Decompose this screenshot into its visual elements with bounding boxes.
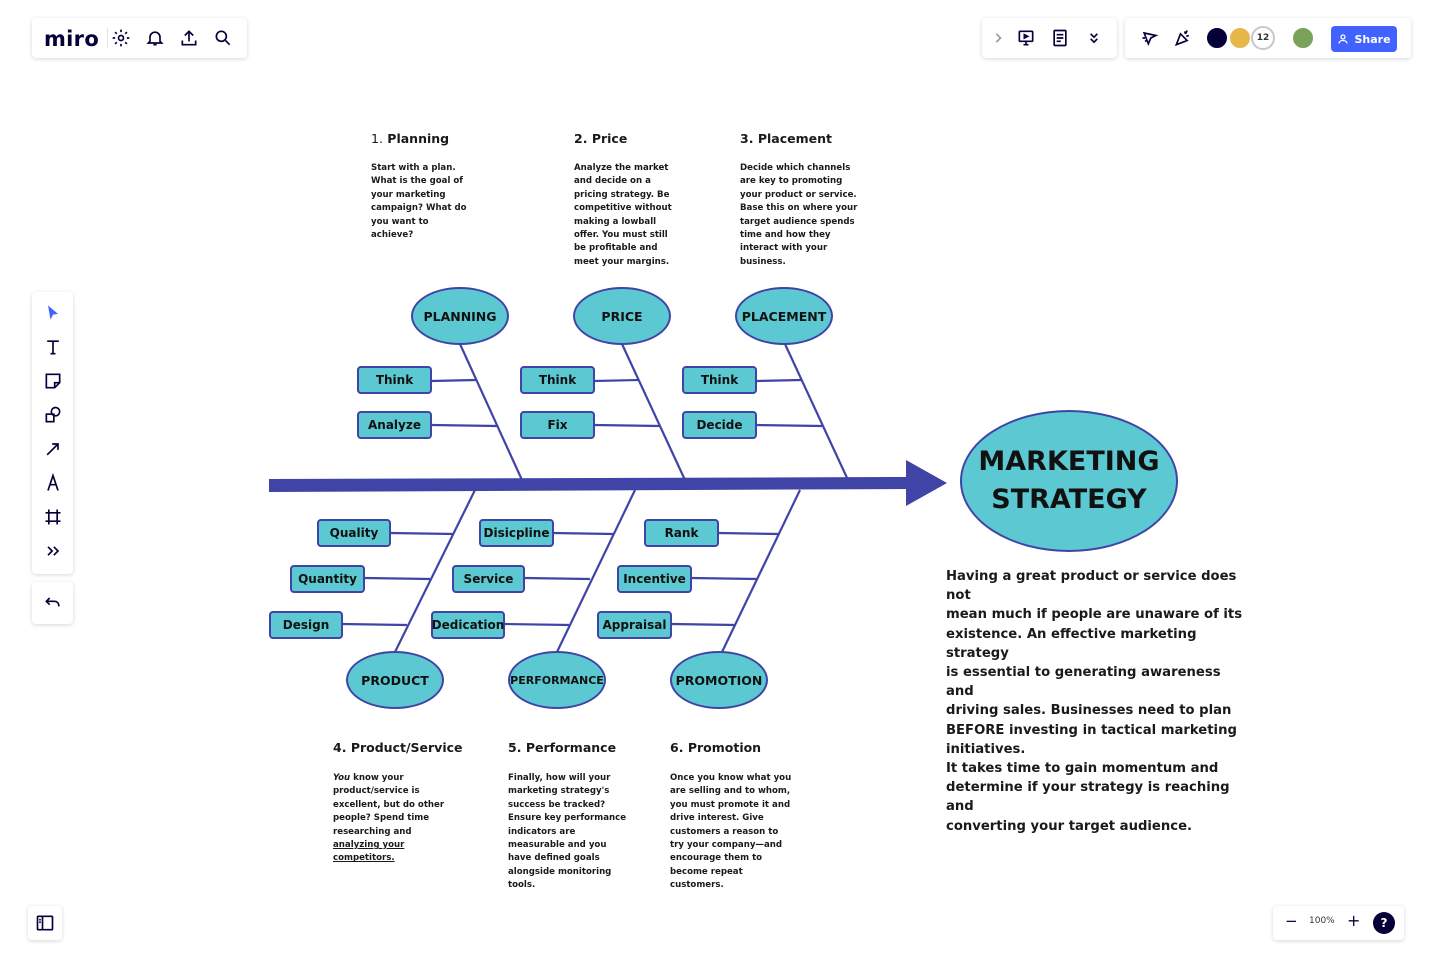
bone-promotion: [721, 489, 801, 653]
user-icon: [1338, 34, 1349, 44]
search-icon[interactable]: [211, 26, 235, 50]
presentation-icon[interactable]: [1014, 26, 1038, 50]
view-toolbar: [982, 18, 1117, 58]
cause-box[interactable]: Incentive: [617, 565, 692, 593]
more-tools-icon[interactable]: [40, 538, 66, 564]
share-button-label: Share: [1354, 32, 1391, 46]
settings-icon[interactable]: [109, 26, 133, 50]
bell-icon[interactable]: [143, 26, 167, 50]
top-left-toolbar: miro: [32, 18, 247, 58]
category-product[interactable]: PRODUCT: [346, 651, 444, 709]
bone-price: [621, 343, 686, 481]
notes-icon[interactable]: [1048, 26, 1072, 50]
category-placement[interactable]: PLACEMENT: [735, 287, 833, 345]
section-text-product: You know your product/service is excelle…: [333, 773, 445, 864]
section-title-product: 4. Product/Service: [333, 740, 463, 755]
chevrons-down-icon[interactable]: [1082, 26, 1106, 50]
collaborator-avatar[interactable]: [1228, 26, 1252, 50]
miro-logo[interactable]: miro: [44, 27, 100, 51]
strategy-description: Having a great product or service does n…: [946, 569, 1243, 834]
share-button[interactable]: Share: [1331, 26, 1397, 52]
upload-icon[interactable]: [177, 26, 201, 50]
left-tools-panel: [32, 292, 73, 574]
section-title-placement: 3. Placement: [740, 131, 832, 146]
celebrate-icon[interactable]: [1171, 26, 1195, 50]
section-text-placement: Decide which channels are key to promoti…: [740, 163, 858, 267]
spine-arrow: [269, 460, 947, 506]
zoom-level[interactable]: 100%: [1309, 916, 1335, 926]
head-line-1: MARKETING: [978, 446, 1160, 477]
category-promotion[interactable]: PROMOTION: [670, 651, 768, 709]
section-title-performance: 5. Performance: [508, 740, 617, 755]
bone-placement: [784, 343, 849, 481]
chevron-right-icon[interactable]: [986, 26, 1010, 50]
cause-box[interactable]: Decide: [682, 411, 757, 439]
cause-box[interactable]: Think: [682, 366, 757, 394]
select-tool-icon[interactable]: [40, 300, 66, 326]
sidebar-toggle-panel: [28, 906, 62, 940]
cause-box[interactable]: Rank: [644, 519, 719, 547]
undo-icon[interactable]: [40, 590, 66, 616]
cause-box[interactable]: Disicpline: [479, 519, 554, 547]
cause-box[interactable]: Quantity: [290, 565, 365, 593]
sticky-note-icon[interactable]: [40, 368, 66, 394]
undo-panel: [32, 582, 73, 624]
section-text-planning: Start with a plan. What is the goal of y…: [371, 163, 467, 241]
connector-tool-icon[interactable]: [40, 436, 66, 462]
bone-product: [394, 489, 476, 653]
fishbone-head-marketing-strategy[interactable]: MARKETING STRATEGY: [960, 410, 1178, 552]
competitors-link[interactable]: analyzing your competitors.: [333, 840, 405, 864]
text-tool-icon[interactable]: [40, 334, 66, 360]
cause-box[interactable]: Service: [452, 565, 525, 593]
section-title-promotion: 6. Promotion: [670, 740, 762, 755]
bone-performance: [556, 489, 636, 653]
category-price[interactable]: PRICE: [573, 287, 671, 345]
frame-tool-icon[interactable]: [40, 504, 66, 530]
cause-box[interactable]: Analyze: [357, 411, 432, 439]
section-title-planning: 1. Planning: [371, 131, 450, 146]
cause-box[interactable]: Quality: [317, 519, 391, 547]
help-button[interactable]: ?: [1373, 912, 1395, 934]
category-planning[interactable]: PLANNING: [411, 287, 509, 345]
collaboration-toolbar: 12 Share: [1125, 18, 1411, 58]
cause-box[interactable]: Think: [357, 366, 432, 394]
section-text-price: Analyze the market and decide on a prici…: [574, 163, 672, 267]
head-line-2: STRATEGY: [991, 484, 1147, 515]
section-text-performance: Finally, how will your marketing strateg…: [508, 773, 627, 891]
zoom-out-button[interactable]: −: [1285, 912, 1298, 930]
cursor-follow-icon[interactable]: [1138, 26, 1162, 50]
zoom-panel: − 100% + ?: [1273, 906, 1404, 940]
toolbar-divider: [107, 28, 108, 48]
shapes-tool-icon[interactable]: [40, 402, 66, 428]
cause-box[interactable]: Fix: [520, 411, 595, 439]
bone-planning: [458, 343, 524, 481]
cause-box[interactable]: Think: [520, 366, 595, 394]
section-text-promotion: Once you know what you are selling and t…: [670, 773, 792, 891]
user-avatar[interactable]: [1291, 26, 1315, 50]
cause-box[interactable]: Dedication: [431, 611, 505, 639]
pen-tool-icon[interactable]: [40, 470, 66, 496]
cause-box[interactable]: Appraisal: [597, 611, 672, 639]
cause-box[interactable]: Design: [269, 611, 343, 639]
zoom-in-button[interactable]: +: [1347, 911, 1361, 930]
collaborator-count-badge[interactable]: 12: [1251, 26, 1275, 50]
sidebar-toggle-icon[interactable]: [32, 910, 58, 936]
category-performance[interactable]: PERFORMANCE: [508, 651, 606, 709]
section-title-price: 2. Price: [574, 131, 628, 146]
